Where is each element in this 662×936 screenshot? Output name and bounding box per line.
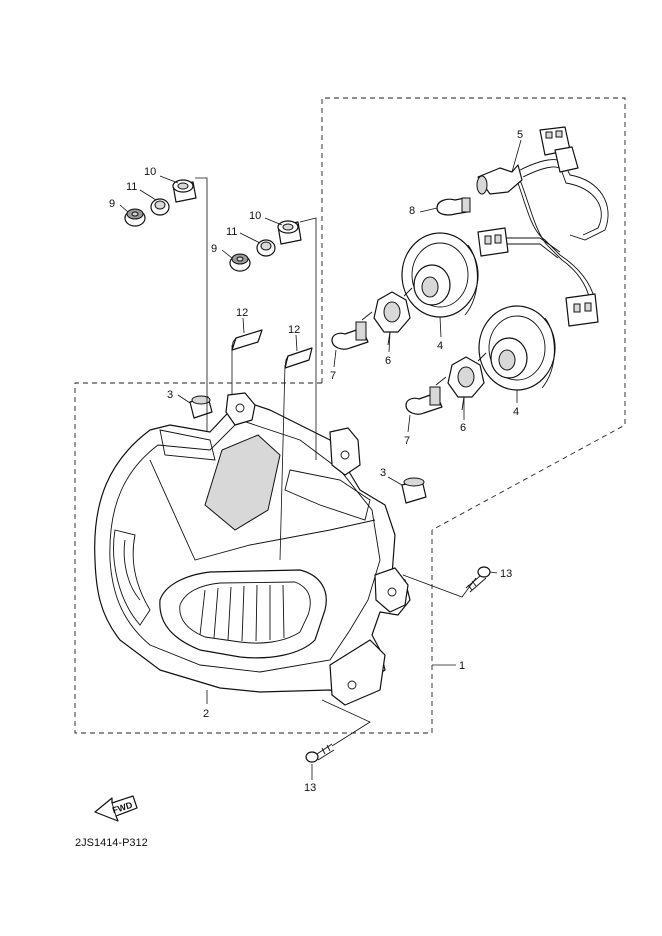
grommet-3b	[401, 477, 427, 504]
screw-13b	[305, 743, 335, 763]
headlight-housing	[94, 392, 411, 706]
diagram-code: 2JS1414-P312	[75, 837, 148, 849]
bulb-8	[436, 197, 471, 216]
bulb-7b	[405, 386, 443, 415]
callout-4a: 4	[437, 340, 443, 352]
wire-harness	[476, 126, 609, 327]
grommet-3a	[189, 395, 213, 419]
callout-8: 8	[409, 205, 415, 217]
leader-lines	[119, 139, 522, 780]
callout-11b: 11	[226, 226, 237, 238]
callout-10a: 10	[144, 166, 156, 178]
callout-2: 2	[203, 708, 209, 720]
assembly-boundary-bulbs	[321, 97, 626, 531]
callout-6a: 6	[385, 355, 391, 367]
callout-5: 5	[517, 129, 523, 141]
washer-11a	[150, 198, 170, 216]
callout-7a: 7	[330, 370, 336, 382]
callout-13b: 13	[304, 782, 316, 794]
callout-11a: 11	[126, 181, 137, 193]
washer-11b	[256, 239, 276, 257]
pad-12b	[284, 347, 313, 369]
callout-3a: 3	[167, 389, 173, 401]
callout-12b: 12	[288, 324, 300, 336]
callout-labels: 1 2 3 3 4 4 5 6 6 7 7 8 9 9 10 10 11 11 …	[109, 129, 523, 794]
bulb-cover-4b	[478, 305, 556, 391]
collar-10a	[172, 179, 197, 203]
collar-10b	[277, 220, 302, 245]
nut-9a	[124, 208, 146, 227]
pad-12a	[231, 329, 263, 351]
callout-1: 1	[459, 660, 465, 672]
callout-9b: 9	[211, 243, 217, 255]
bulb-cover-4a	[401, 232, 479, 318]
callout-6b: 6	[460, 422, 466, 434]
callout-10b: 10	[249, 210, 261, 222]
callout-7b: 7	[404, 435, 410, 447]
fwd-arrow: FWD	[94, 795, 138, 822]
callout-13a: 13	[500, 568, 512, 580]
screw-13a	[465, 566, 491, 593]
nut-9b	[229, 253, 251, 272]
retainer-6b	[435, 352, 487, 411]
callout-4b: 4	[513, 406, 519, 418]
callout-9a: 9	[109, 198, 115, 210]
callout-3b: 3	[380, 467, 386, 479]
retainer-6a	[361, 287, 413, 346]
callout-12a: 12	[236, 307, 248, 319]
bulb-7a	[331, 321, 369, 350]
